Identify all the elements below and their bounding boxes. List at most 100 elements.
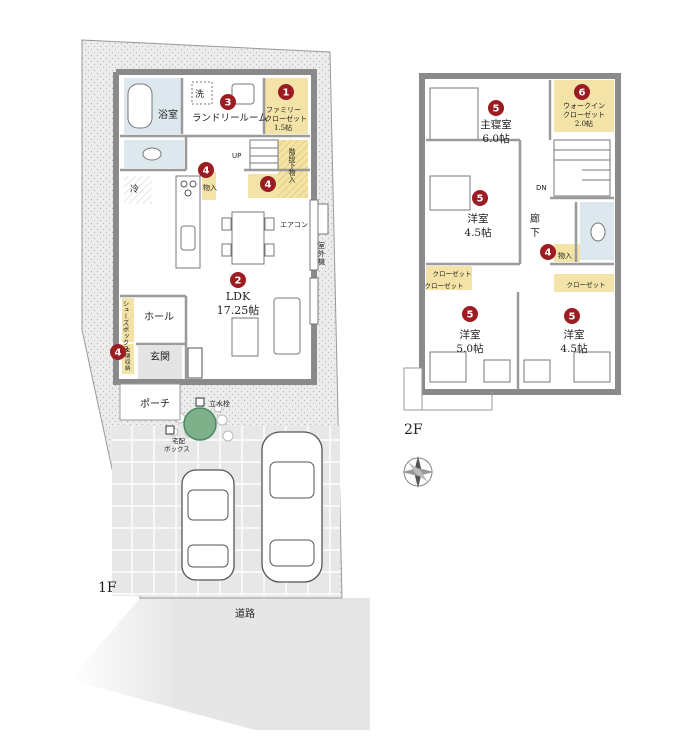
washbasin	[231, 83, 255, 105]
tree-icon	[183, 407, 217, 441]
hall-label: ホール	[144, 311, 174, 323]
bed-c	[573, 351, 611, 383]
svg-text:5: 5	[477, 194, 484, 205]
house-1f	[113, 69, 319, 385]
dining-table	[231, 211, 265, 265]
car-icon	[181, 469, 235, 581]
fridge-area	[124, 176, 152, 204]
walls-2f	[419, 73, 621, 395]
room-b-area: 5.0帖	[456, 342, 484, 355]
stairs-2f	[553, 139, 611, 197]
fridge-label: 冷	[130, 183, 139, 195]
svg-text:5: 5	[569, 312, 576, 323]
outdoor-unit-1: 室	[318, 241, 325, 250]
badge-2f-room-a: 5	[472, 190, 488, 206]
bed-b	[429, 351, 467, 383]
svg-text:2: 2	[235, 276, 242, 287]
closet-a-label-2: クローゼット	[425, 281, 464, 290]
house-2f	[403, 73, 621, 411]
water-faucet-label: 立水栓	[209, 399, 230, 408]
svg-text:4: 4	[265, 180, 272, 191]
tall-storage-3: 収	[125, 359, 131, 366]
badge-1f-family-closet: 1	[278, 84, 294, 100]
outdoor-unit-3: 機	[318, 257, 325, 266]
badge-1f-ldk: 2	[230, 272, 246, 288]
room-b-label: 洋室	[460, 328, 481, 341]
master-label: 主寝室	[480, 118, 512, 131]
window-right	[309, 199, 319, 271]
closet-b-label: クローゼット	[567, 280, 606, 289]
family-closet-label-2: クローゼット	[265, 114, 307, 123]
compass-icon	[402, 456, 434, 488]
master-area: 6.0帖	[482, 132, 510, 145]
badge-2f-walk-in: 6	[574, 84, 590, 100]
water-faucet-icon	[195, 397, 205, 407]
shoe-box	[122, 298, 134, 342]
closet-a	[426, 266, 472, 290]
road	[70, 598, 370, 730]
outdoor-unit-2: 外	[318, 249, 325, 258]
coffee-table	[231, 317, 259, 357]
tall-storage-2: 関	[125, 353, 131, 360]
window-right-lower	[309, 277, 319, 325]
entrance-floor	[138, 346, 182, 380]
delivery-box-label-1: 宅配	[172, 436, 186, 445]
ldk-label: LDK	[226, 290, 251, 303]
shoe-box-label: シューズボックス	[121, 300, 129, 352]
balcony-2f	[403, 367, 423, 411]
bath-label: 浴室	[158, 108, 178, 121]
closet-a-label-1: クローゼット	[433, 269, 472, 278]
delivery-box-icon	[165, 425, 175, 435]
corridor-2: 下	[530, 228, 540, 239]
bathtub	[127, 83, 153, 129]
road-label: 道路	[235, 607, 255, 620]
aircon-label: エアコン	[280, 221, 308, 229]
svg-text:3: 3	[225, 98, 232, 109]
up-label: UP	[232, 152, 241, 160]
tall-storage-1: 玄	[125, 346, 131, 354]
badge-2f-room-b: 5	[462, 306, 478, 322]
washer	[191, 81, 213, 105]
room-a-area: 4.5帖	[464, 226, 492, 239]
svg-text:5: 5	[493, 104, 500, 115]
badge-1f-entrance: 4	[110, 344, 126, 360]
porch-label: ポーチ	[140, 398, 170, 410]
bed-master	[429, 87, 479, 141]
dn-label: DN	[536, 184, 547, 192]
kitchen-counter	[175, 175, 201, 269]
under-stair-label: 階段下物入	[288, 147, 296, 183]
toilet-icon	[142, 147, 162, 161]
walk-in-2: クローゼット	[563, 110, 605, 119]
kitchen-storage	[202, 172, 216, 200]
wash-label: 洗	[195, 88, 204, 100]
entrance-cabinet	[187, 347, 203, 379]
dining-chairs	[221, 217, 275, 257]
room-c-area: 4.5帖	[560, 342, 588, 355]
svg-text:4: 4	[115, 348, 122, 359]
toilet-2f-icon	[590, 222, 606, 242]
storage-label-1f: 物入	[203, 183, 217, 192]
floor1-label: 1F	[98, 580, 117, 596]
badge-1f-stair-storage: 4	[260, 176, 276, 192]
walk-in-3: 2.0帖	[575, 119, 593, 128]
ldk-area-label: 17.25帖	[217, 304, 260, 317]
desk-c	[523, 359, 551, 383]
laundry-label: ランドリールーム	[192, 113, 268, 124]
badge-2f-master: 5	[488, 100, 504, 116]
car-icon	[261, 431, 323, 583]
room-a-label: 洋室	[468, 212, 489, 225]
closet-b	[554, 274, 614, 292]
corridor-1: 廊	[530, 212, 540, 225]
family-closet-label-3: 1.5帖	[274, 123, 292, 132]
bed-a	[429, 175, 471, 211]
svg-text:4: 4	[203, 166, 210, 177]
porch	[119, 383, 181, 421]
storage-2f	[554, 244, 580, 262]
stove-icon	[180, 180, 197, 197]
floor2-label: 2F	[404, 422, 423, 438]
room-c-label: 洋室	[564, 328, 585, 341]
balcony-outline	[403, 392, 493, 411]
walk-in-1: ウォークイン	[563, 102, 605, 110]
badge-2f-storage: 4	[540, 244, 556, 260]
